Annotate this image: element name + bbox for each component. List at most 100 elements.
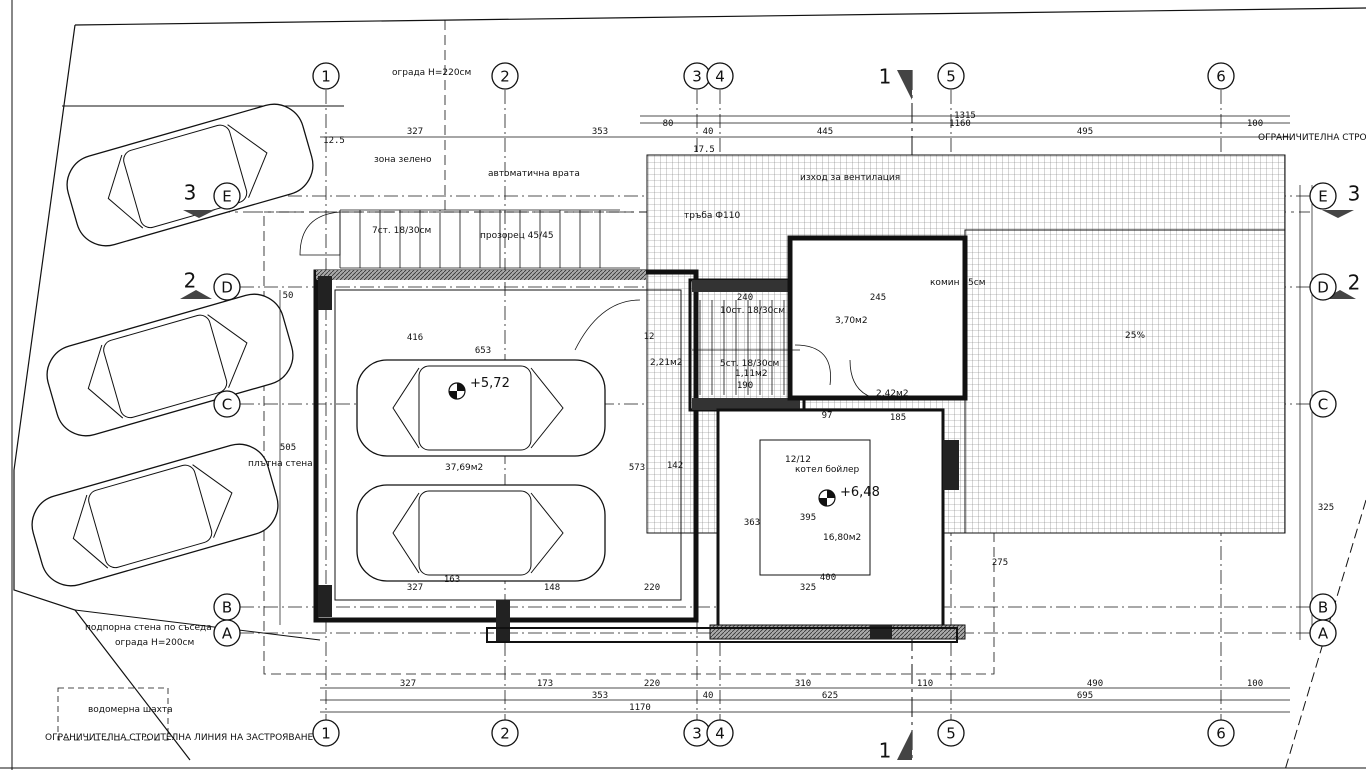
hall-area-label: 16,80м2 xyxy=(823,533,861,543)
axis-B-right: B xyxy=(1318,599,1328,617)
dim-inner-363: 363 xyxy=(744,518,760,528)
car-garage-1 xyxy=(356,359,606,457)
dim-inner-142: 142 xyxy=(667,461,683,471)
section-3-right-label: 3 xyxy=(1348,182,1361,206)
dim-top-80: 80 xyxy=(663,119,674,129)
fence-bottom-label: ограда Н=200см xyxy=(115,638,194,648)
dim-inner-220: 220 xyxy=(644,583,660,593)
dim-top-40: 40 xyxy=(703,127,714,137)
tech-area-label: 2,42м2 xyxy=(876,389,909,399)
axis-A-right: A xyxy=(1318,625,1329,643)
axis-4-top: 4 xyxy=(715,68,725,86)
terrace-inner-area xyxy=(964,229,1286,534)
dim-bottom-110: 110 xyxy=(917,679,933,689)
stair-cap-top xyxy=(692,280,800,292)
axis-bubbles-bottom: 1 2 3 4 5 6 xyxy=(312,719,1235,747)
parapet-label: плътна стена xyxy=(248,459,313,469)
dim-inner-148: 148 xyxy=(544,583,560,593)
vent-label: изход за вентилация xyxy=(800,173,900,183)
section-marker-3-left: 3 xyxy=(183,181,215,218)
dim-top-495: 495 xyxy=(1077,127,1093,137)
column-2 xyxy=(318,585,332,617)
axis-6-bottom: 6 xyxy=(1216,725,1226,743)
retaining-wall-label: подпорна стена по съседа xyxy=(85,623,212,633)
dim-top-1315: 1315 xyxy=(954,111,976,121)
dim-top-12-5: 12.5 xyxy=(323,136,345,146)
dim-bottom-310: 310 xyxy=(795,679,811,689)
dim-bottom-695: 695 xyxy=(1077,691,1093,701)
section-1-top-label: 1 xyxy=(879,65,892,89)
bathroom-wall xyxy=(787,235,968,401)
axis-5-bottom: 5 xyxy=(946,725,956,743)
dim-inner-325-right: 325 xyxy=(1318,503,1334,513)
elevation-marker-hall xyxy=(818,489,836,507)
door-label: 12/12 xyxy=(785,455,811,465)
dim-top-100: 100 xyxy=(1247,119,1263,129)
dim-inner-416: 416 xyxy=(407,333,423,343)
axis-1-bottom: 1 xyxy=(321,725,331,743)
east-wall xyxy=(943,440,959,490)
dim-inner-50: 50 xyxy=(283,291,294,301)
water-shaft-box xyxy=(57,687,169,741)
elevation-garage-label: +5,72 xyxy=(470,376,510,391)
stair-treads-core xyxy=(692,300,800,395)
boiler-label: котел бойлер xyxy=(795,465,860,475)
dim-top-445: 445 xyxy=(817,127,833,137)
green-zone-label: зона зелено xyxy=(374,155,432,165)
section-marker-2-left: 2 xyxy=(180,269,212,299)
axis-6-top: 6 xyxy=(1216,68,1226,86)
dim-inner-97: 97 xyxy=(822,411,833,421)
axis-D-right: D xyxy=(1317,279,1329,297)
stair-area-label: 2,21м2 xyxy=(650,358,683,368)
stair-cap-bottom xyxy=(692,398,800,410)
smoke-label: комин 25см xyxy=(930,278,986,288)
section-1-bottom-label: 1 xyxy=(879,739,892,763)
garage-area-label: 37,69м2 xyxy=(445,463,483,473)
section-2-right-label: 2 xyxy=(1348,271,1361,295)
section-marker-1-top: 1 xyxy=(879,65,912,100)
dim-inner-240: 240 xyxy=(737,293,753,303)
dim-bottom-353: 353 xyxy=(592,691,608,701)
dim-bottom-100: 100 xyxy=(1247,679,1263,689)
limit-bottom-label: ОГРАНИЧИТЕЛНА СТРОИТЕЛНА ЛИНИЯ НА ЗАСТРО… xyxy=(45,733,314,743)
dim-top-327: 327 xyxy=(407,127,423,137)
axis-E-right: E xyxy=(1318,188,1327,206)
pipe-label: тръба Ф110 xyxy=(684,211,740,221)
stairs-entry-label: 7ст. 18/30см xyxy=(372,226,431,236)
garage-wall-hatch-top xyxy=(316,270,646,280)
axis-2-bottom: 2 xyxy=(500,725,510,743)
dim-inner-185: 185 xyxy=(890,413,906,423)
hall-room xyxy=(716,408,945,632)
axis-B-left: B xyxy=(222,599,232,617)
stairs-core-label: 10ст. 18/30см xyxy=(720,306,785,316)
dim-bottom-625: 625 xyxy=(822,691,838,701)
elevation-hall-label: +6,48 xyxy=(840,485,880,500)
dim-bottom-40: 40 xyxy=(703,691,714,701)
section-marker-1-bottom: 1 xyxy=(879,730,912,763)
dim-inner-12: 12 xyxy=(644,332,655,342)
dim-inner-400: 400 xyxy=(820,573,836,583)
axis-C-right: C xyxy=(1318,396,1328,414)
car-street-2 xyxy=(46,293,294,437)
dim-inner-573: 573 xyxy=(629,463,645,473)
slope-label: 25% xyxy=(1125,331,1145,341)
section-2-left-label: 2 xyxy=(184,269,197,293)
shaft-label: водомерна шахта xyxy=(88,705,173,715)
axis-A-left: A xyxy=(222,625,233,643)
dim-inner-163: 163 xyxy=(444,575,460,585)
column-3 xyxy=(496,600,510,642)
section-marker-3-right: 3 xyxy=(1322,182,1361,218)
axis-3-bottom: 3 xyxy=(692,725,702,743)
dim-inner-327: 327 xyxy=(407,583,423,593)
bath-area-label: 3,70м2 xyxy=(835,316,868,326)
bottom-wall xyxy=(486,627,958,643)
dim-bottom-490: 490 xyxy=(1087,679,1103,689)
car-garage-2 xyxy=(356,484,606,582)
dim-top-17-5: 17.5 xyxy=(693,145,715,155)
small-area-label: 1,11м2 xyxy=(735,369,768,379)
axis-bubbles-top: 1 2 3 4 5 6 xyxy=(312,62,1235,90)
door-swing-stair xyxy=(574,299,641,351)
dim-bottom-327: 327 xyxy=(400,679,416,689)
dim-inner-395: 395 xyxy=(800,513,816,523)
